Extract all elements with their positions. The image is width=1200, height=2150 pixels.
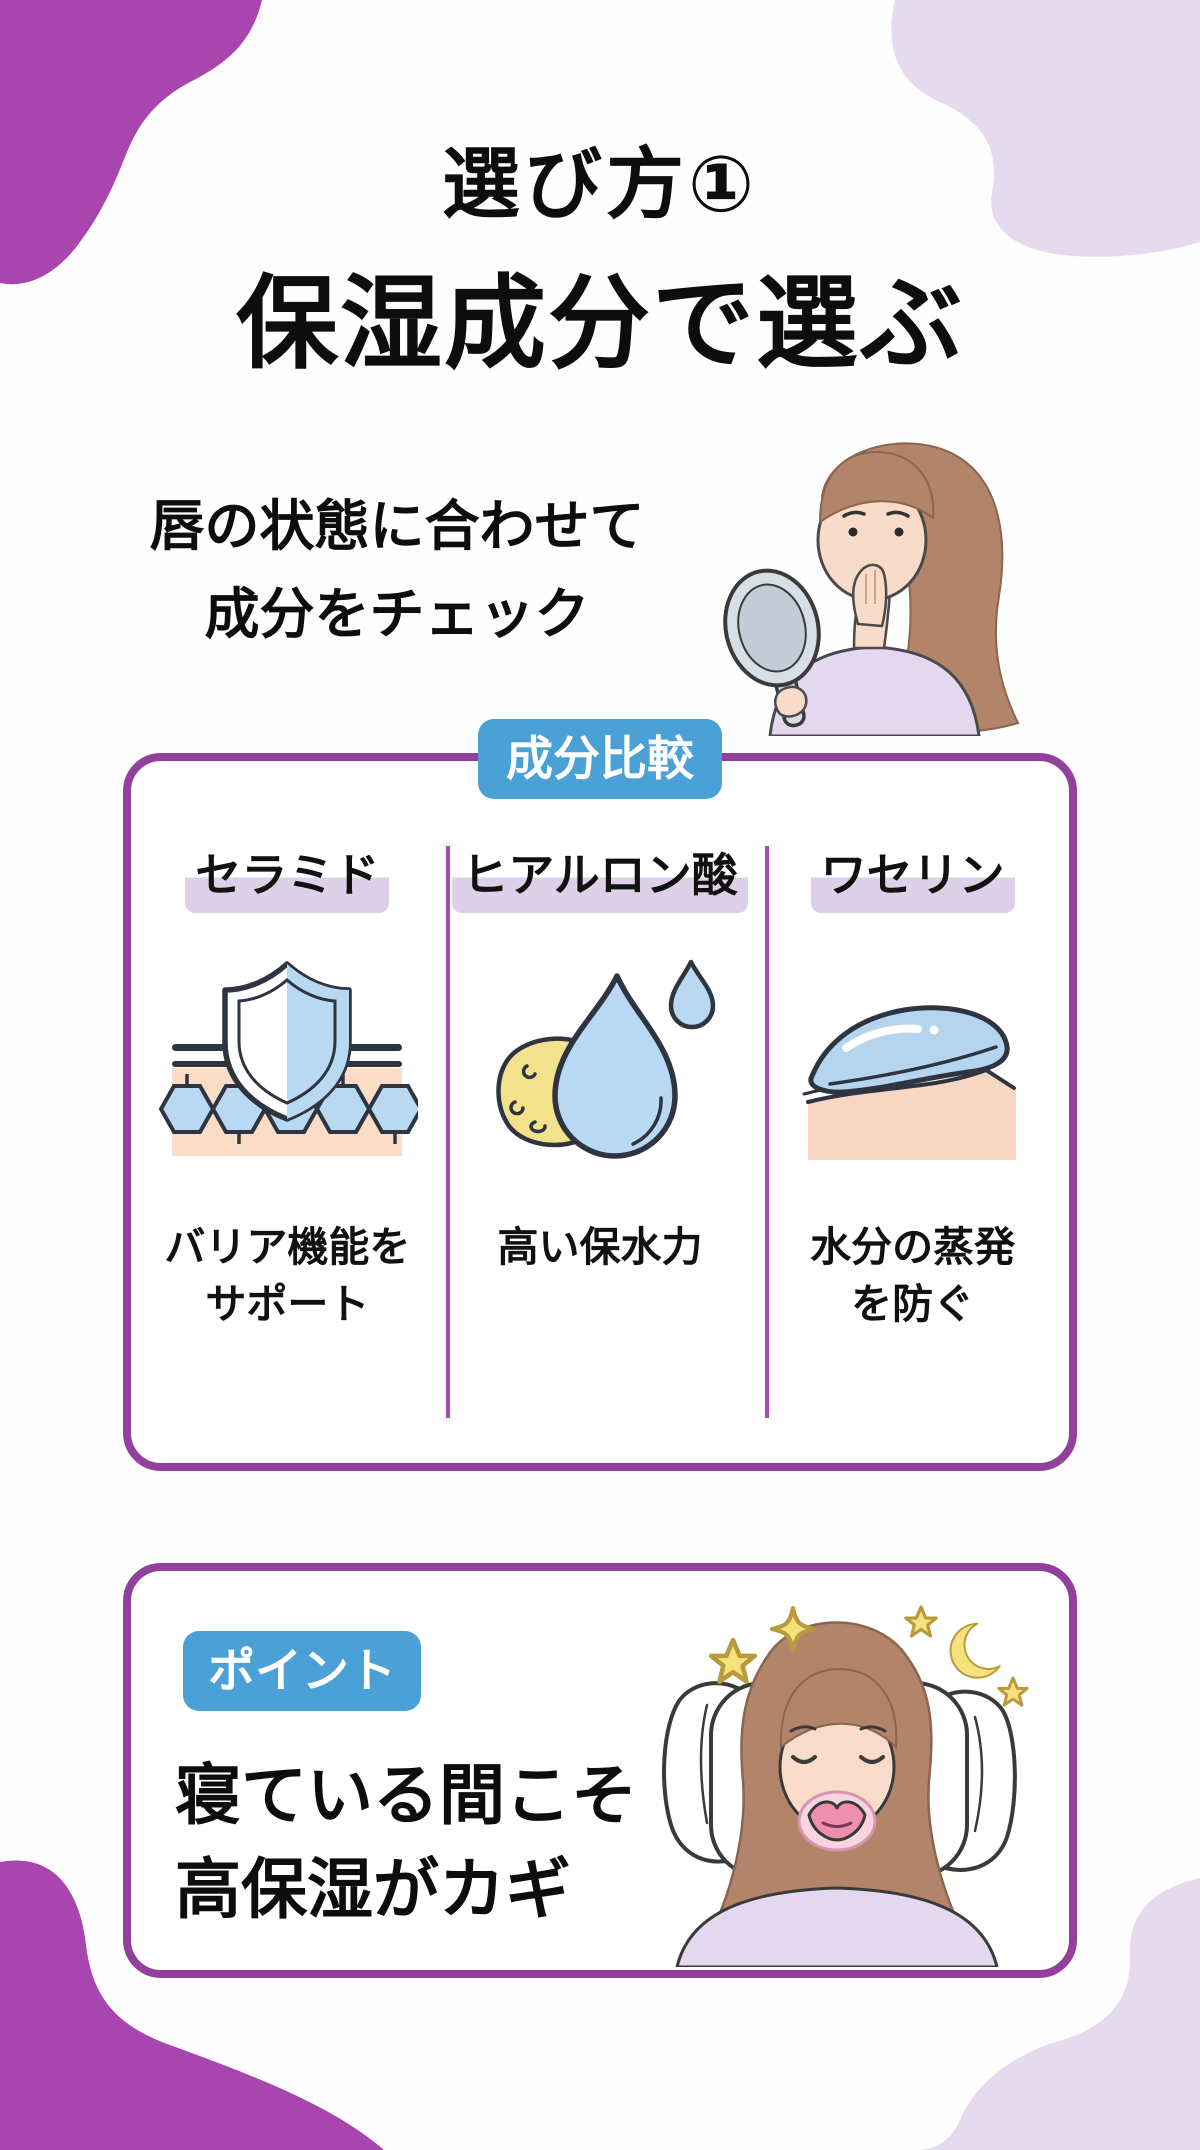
shield-skin-barrier-icon bbox=[159, 961, 419, 1156]
ingredient-description: 水分の蒸発 を防ぐ bbox=[810, 1224, 1016, 1328]
sleeping-woman-illustration bbox=[662, 1605, 1029, 1967]
hand-mirror-icon bbox=[723, 568, 821, 728]
point-card: ポイント 寝ている間こそ 高保湿がカギ bbox=[123, 1563, 1077, 1978]
stars-and-moon bbox=[708, 1605, 1029, 1707]
ingredient-name: セラミド bbox=[185, 839, 390, 913]
woman-with-hand-mirror-illustration bbox=[723, 442, 1020, 736]
ingredient-comparison-card: 成分比較 セラミド bbox=[123, 719, 1077, 1471]
page-title-step: 選び方① bbox=[441, 140, 759, 228]
comparison-badge: 成分比較 bbox=[478, 719, 722, 799]
crescent-moon-icon bbox=[949, 1622, 1001, 1679]
column-divider bbox=[446, 846, 450, 1418]
ingredient-name: ヒアルロン酸 bbox=[452, 839, 748, 913]
ingredient-description: バリア機能を サポート bbox=[164, 1224, 411, 1328]
gel-layer-on-skin-icon bbox=[802, 1005, 1016, 1160]
column-vaseline: ワセリン 水分の蒸発 を防ぐ bbox=[756, 761, 1069, 1463]
column-ceramide: セラミド bbox=[131, 761, 444, 1463]
page-title-main: 保湿成分で選ぶ bbox=[236, 267, 964, 381]
column-divider bbox=[765, 846, 769, 1418]
point-badge: ポイント bbox=[183, 1631, 421, 1711]
point-text: 寝ている間こそ 高保湿がカギ bbox=[175, 1758, 637, 1926]
water-drop-sponge-icon bbox=[496, 959, 716, 1159]
column-hyaluronic-acid: ヒアルロン酸 高い保水力 bbox=[444, 761, 757, 1463]
ingredient-description: 高い保水力 bbox=[497, 1224, 703, 1270]
ingredient-name: ワセリン bbox=[810, 839, 1015, 913]
page-subtitle: 唇の状態に合わせて 成分をチェック bbox=[149, 495, 645, 645]
